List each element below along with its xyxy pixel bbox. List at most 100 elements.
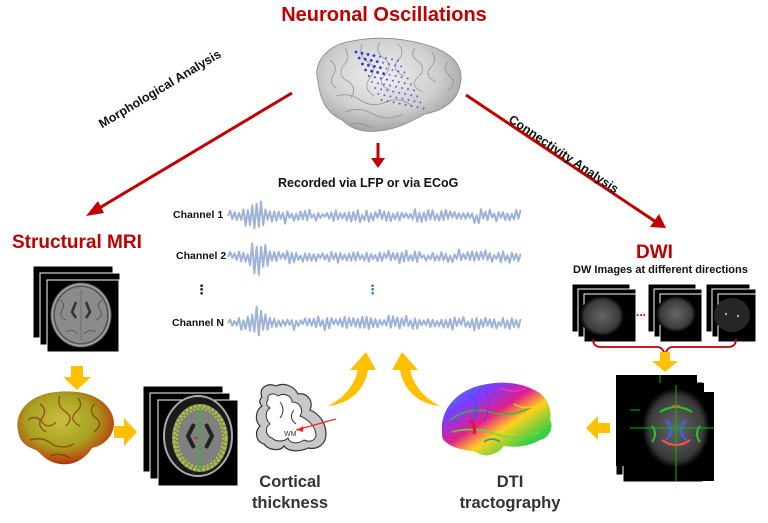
electrode-dot xyxy=(357,56,361,60)
electrode-dot xyxy=(403,71,406,74)
channel-ellipsis: ⋮ xyxy=(195,282,208,297)
electrode-dot xyxy=(398,91,401,94)
dwi-title: DWI xyxy=(636,242,673,263)
electrode-dot xyxy=(379,55,381,58)
electrode-dot xyxy=(354,50,358,54)
electrode-dot xyxy=(380,99,383,101)
electrode-dot xyxy=(413,100,416,103)
dwi-stack-2 xyxy=(647,283,703,343)
electrode-dot xyxy=(404,103,407,106)
flow-arrow-dwi-to-fa xyxy=(652,352,678,372)
electrode-dot xyxy=(367,75,370,77)
electrode-dot xyxy=(380,88,383,91)
electrode-dot xyxy=(419,101,422,104)
dti-tractography-image xyxy=(441,382,552,456)
signal-ellipsis: ⋮ xyxy=(366,282,379,297)
electrode-dot xyxy=(416,95,419,98)
electrode-dot xyxy=(397,70,400,73)
dwi-stack-1 xyxy=(571,283,637,343)
color-fa-stack xyxy=(615,374,714,483)
electrode-dot xyxy=(391,69,394,71)
dwi-image-stacks: ... xyxy=(571,283,757,343)
dti-line1: DTI xyxy=(496,473,524,491)
electrode-grid xyxy=(354,50,425,110)
electrode-dot xyxy=(406,77,409,80)
recording-caption: Recorded via LFP or via ECoG xyxy=(278,176,459,190)
electrode-dot xyxy=(372,54,376,57)
electrode-dot xyxy=(364,68,367,72)
electrode-dot xyxy=(386,100,389,103)
curved-arrow-cortical-to-signals xyxy=(328,352,376,406)
electrode-dot xyxy=(379,66,382,69)
electrode-dot xyxy=(385,57,387,59)
cortical-thickness-line2: thickness xyxy=(251,494,329,512)
signal-trace-channel-2 xyxy=(227,242,522,276)
electrode-dot xyxy=(397,59,399,62)
electrode-dot xyxy=(389,84,391,87)
electrode-dot xyxy=(376,71,379,74)
channel-label: Channel 2 xyxy=(176,250,227,262)
electrode-dot xyxy=(392,101,395,104)
electrode-dot xyxy=(385,67,388,70)
channel-label: Channel 1 xyxy=(173,209,224,221)
electrode-dot xyxy=(397,81,400,83)
connectivity-arrow xyxy=(465,93,666,228)
flow-arrow-left xyxy=(586,416,610,440)
electrode-dot xyxy=(377,82,379,85)
structural-mri-stack xyxy=(32,265,121,353)
electrode-dot xyxy=(410,105,413,107)
cortical-thickness-line1: Cortical xyxy=(259,473,321,491)
electrode-dot xyxy=(382,72,385,75)
electrode-dot xyxy=(394,75,397,77)
electrode-dot xyxy=(410,94,413,97)
electrode-dot xyxy=(379,77,382,80)
wm-label: WM xyxy=(284,431,297,438)
diagram-title: Neuronal Oscillations xyxy=(281,4,487,26)
electrode-dot xyxy=(383,83,385,86)
channel-label: Channel N xyxy=(172,317,224,329)
electrode-dot xyxy=(374,87,377,89)
electrode-dot xyxy=(391,79,394,82)
morphological-arrow xyxy=(86,91,293,216)
electrode-dot xyxy=(370,69,373,73)
signal-trace-channel-1 xyxy=(227,200,522,230)
electrode-dot xyxy=(394,64,397,67)
electrode-dot xyxy=(366,53,370,56)
electrode-dot xyxy=(361,62,364,66)
cortical-thickness-label: Cortical thickness xyxy=(250,472,330,514)
electrode-dot xyxy=(395,96,398,99)
electrode-dot xyxy=(386,89,389,92)
electrode-dot xyxy=(382,61,385,64)
electrode-dot xyxy=(413,89,415,92)
electrode-dot xyxy=(363,57,367,61)
electrode-dot xyxy=(416,106,419,109)
electrode-dot xyxy=(409,83,412,86)
electrode-dot xyxy=(388,73,391,76)
signal-trace-channel-n xyxy=(227,305,522,337)
flow-arrow-mri-to-surface xyxy=(63,366,91,390)
electrode-dot xyxy=(392,90,395,93)
electrode-dot xyxy=(367,63,370,67)
electrode-dot xyxy=(403,82,406,85)
electrode-dot xyxy=(377,93,380,95)
electrode-dot xyxy=(398,102,401,105)
flow-arrow-surface-to-segmentation xyxy=(114,418,137,446)
electrode-dot xyxy=(389,95,392,98)
dwi-stack-3 xyxy=(705,283,757,343)
electrode-dot xyxy=(373,65,376,68)
electrode-dot xyxy=(388,63,391,65)
structural-mri-title: Structural MRI xyxy=(12,232,142,253)
electrode-dot xyxy=(400,76,403,79)
electrode-dot xyxy=(400,65,403,68)
electrode-dot xyxy=(404,93,407,95)
recording-arrow xyxy=(371,143,385,168)
signal-traces xyxy=(227,200,522,337)
electrode-dot xyxy=(385,78,388,81)
dti-line2: tractography xyxy=(459,494,561,512)
dti-tractography-label: DTI tractography xyxy=(455,472,565,514)
electrode-dot xyxy=(407,99,410,101)
electrode-dot xyxy=(371,81,373,83)
cortex-brain-image xyxy=(316,37,462,132)
segmented-mri-stack xyxy=(142,385,239,487)
